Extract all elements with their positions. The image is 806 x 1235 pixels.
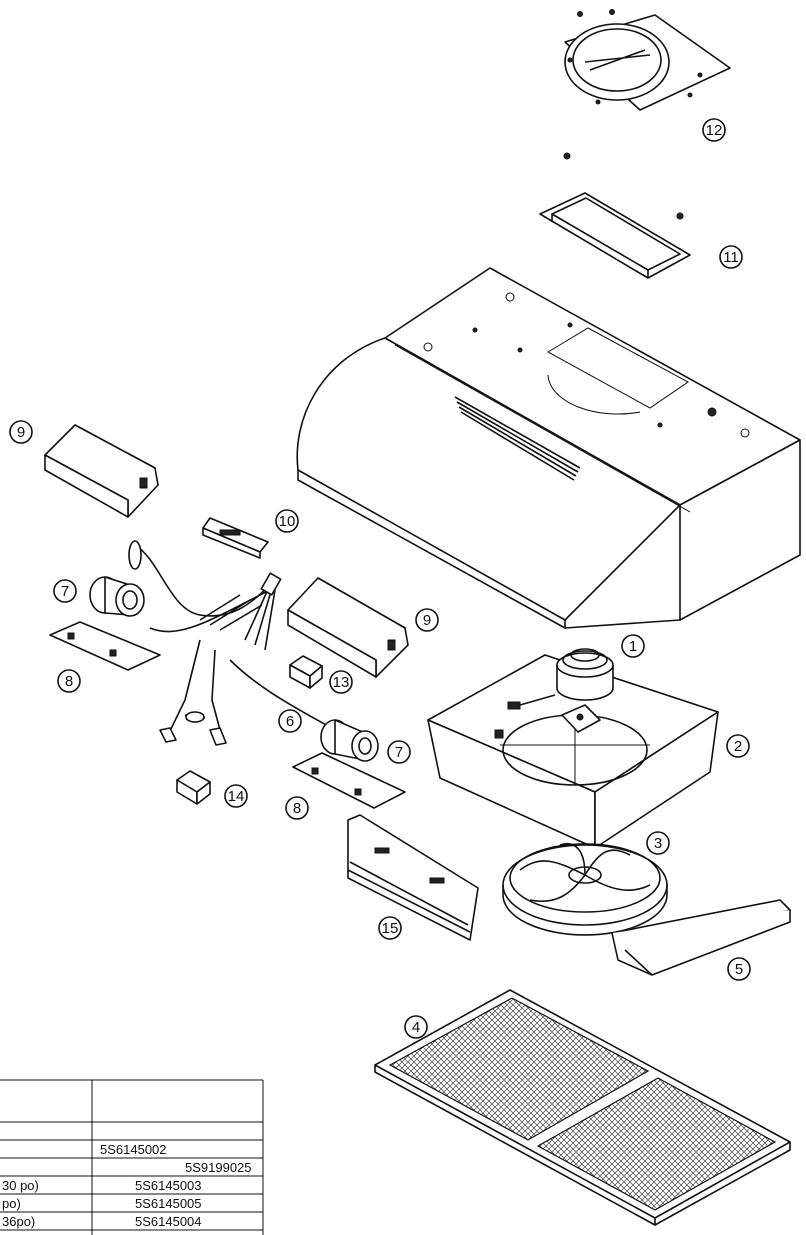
part-4-grease-filter — [374, 989, 791, 1226]
callout-6: 6 — [278, 709, 302, 733]
svg-text:3: 3 — [654, 835, 662, 852]
part-9-light-housing-left — [44, 424, 159, 518]
part-14-terminal-block — [176, 770, 211, 805]
callout-11: 11 — [719, 245, 743, 269]
callout-10: 10 — [275, 509, 299, 533]
callout-9a: 9 — [9, 420, 33, 444]
callout-2: 2 — [726, 734, 750, 758]
part-1-motor — [507, 648, 614, 733]
svg-text:5: 5 — [735, 961, 743, 978]
part-13-capacitor — [289, 655, 323, 689]
callout-13: 13 — [329, 670, 353, 694]
svg-text:11: 11 — [723, 249, 739, 266]
svg-text:6: 6 — [286, 713, 294, 730]
part-9-light-housing-right — [287, 577, 409, 678]
svg-text:9: 9 — [17, 424, 25, 441]
callout-7b: 7 — [387, 740, 411, 764]
svg-text:8: 8 — [65, 673, 73, 690]
svg-text:8: 8 — [293, 800, 301, 817]
svg-text:9: 9 — [423, 612, 431, 629]
svg-text:13: 13 — [333, 674, 350, 691]
screw — [563, 152, 571, 160]
svg-text:7: 7 — [61, 583, 69, 600]
part-10-switch — [202, 517, 269, 559]
callout-12: 12 — [702, 118, 726, 142]
callout-9b: 9 — [415, 608, 439, 632]
callout-7a: 7 — [53, 579, 77, 603]
part-7-light-socket-right — [320, 719, 379, 762]
svg-text:15: 15 — [382, 920, 399, 937]
table-row-part: 5S6145003 — [135, 1178, 202, 1193]
svg-text:14: 14 — [228, 788, 245, 805]
wiring-harness — [128, 540, 336, 746]
callout-3: 3 — [646, 831, 670, 855]
callout-14: 14 — [224, 784, 248, 808]
callout-8a: 8 — [57, 669, 81, 693]
callout-8b: 8 — [285, 796, 309, 820]
part-8-light-lens-right — [292, 752, 406, 809]
callouts: 12 11 9 10 7 9 1 8 13 6 2 7 14 8 3 15 5 … — [9, 118, 751, 1039]
callout-5: 5 — [727, 957, 751, 981]
table-row-description: po) — [2, 1196, 21, 1211]
parts-table: 5S6145002 5S9199025 30 po) 5S6145003 po)… — [0, 1079, 264, 1235]
callout-4: 4 — [404, 1015, 428, 1039]
table-row-description: 36po) — [2, 1214, 35, 1229]
part-11-damper — [539, 192, 691, 279]
table-row-description: 30 po) — [2, 1178, 39, 1193]
svg-text:4: 4 — [412, 1019, 420, 1036]
svg-text:10: 10 — [279, 513, 296, 530]
table-row-part: 5S6145005 — [135, 1196, 202, 1211]
part-12-duct-collar — [564, 9, 731, 111]
vent-slots — [454, 396, 581, 481]
part-15-damper-panel — [347, 814, 479, 941]
callout-15: 15 — [378, 916, 402, 940]
table-row-part: 5S6145004 — [135, 1214, 202, 1229]
callout-1: 1 — [621, 634, 645, 658]
svg-text:7: 7 — [395, 744, 403, 761]
table-row-part: 5S6145002 — [100, 1142, 167, 1157]
svg-text:2: 2 — [734, 738, 742, 755]
part-5-filter-rail — [611, 899, 791, 976]
part-8-light-lens-left — [49, 621, 161, 671]
part-7-light-socket-left — [89, 576, 145, 617]
range-hood-body — [296, 267, 801, 629]
svg-text:1: 1 — [629, 638, 637, 655]
svg-text:12: 12 — [706, 122, 723, 139]
table-row-part: 5S9199025 — [185, 1160, 252, 1175]
part-3-blower-wheel — [502, 843, 668, 936]
